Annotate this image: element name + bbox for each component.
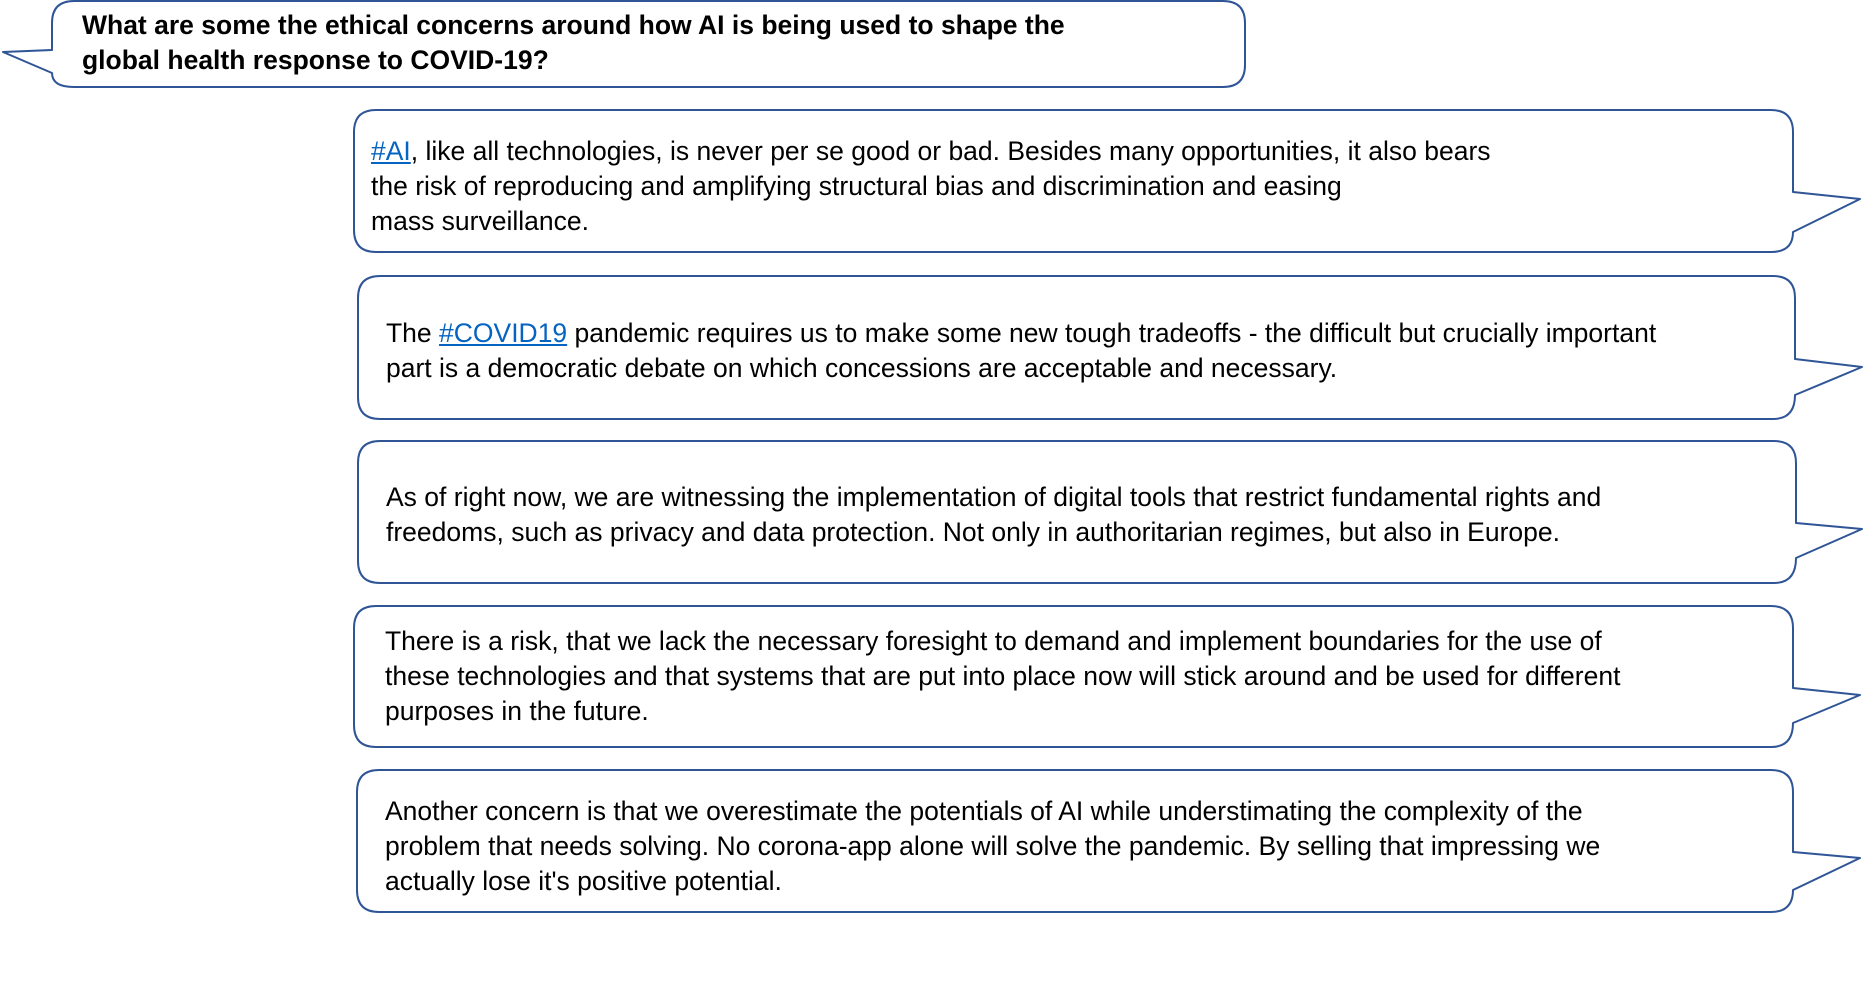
- question-line: What are some the ethical concerns aroun…: [82, 10, 1065, 40]
- answer-bubble-3-outline: [357, 440, 1863, 584]
- answer-line: freedoms, such as privacy and data prote…: [386, 517, 1560, 547]
- answer-line-text: , like all technologies, is never per se…: [410, 136, 1491, 166]
- question-text: What are some the ethical concerns aroun…: [82, 8, 1065, 78]
- hashtag-covid19-link[interactable]: #COVID19: [439, 318, 568, 348]
- answer-2-text: The #COVID19 pandemic requires us to mak…: [386, 316, 1656, 386]
- answer-line: part is a democratic debate on which con…: [386, 353, 1338, 383]
- answer-line: problem that needs solving. No corona-ap…: [385, 831, 1601, 861]
- answer-3-text: As of right now, we are witnessing the i…: [386, 480, 1601, 550]
- answer-1-text: #AI, like all technologies, is never per…: [371, 134, 1491, 239]
- answer-line: actually lose it's positive potential.: [385, 866, 782, 896]
- answer-bubble-2-outline: [357, 275, 1863, 420]
- answer-line: the risk of reproducing and amplifying s…: [371, 171, 1342, 201]
- answer-line: As of right now, we are witnessing the i…: [386, 482, 1602, 512]
- answer-line: There is a risk, that we lack the necess…: [385, 626, 1602, 656]
- question-bubble-outline: [2, 0, 1246, 88]
- answer-line: Another concern is that we overestimate …: [385, 796, 1583, 826]
- answer-line: purposes in the future.: [385, 696, 649, 726]
- answer-4-text: There is a risk, that we lack the necess…: [385, 624, 1620, 729]
- answer-line: these technologies and that systems that…: [385, 661, 1621, 691]
- answer-line-text: pandemic requires us to make some new to…: [567, 318, 1657, 348]
- answer-bubble-1-outline: [353, 109, 1861, 253]
- answer-line-text: The: [386, 318, 440, 348]
- question-line: global health response to COVID-19?: [82, 45, 549, 75]
- answer-bubble-5-outline: [356, 769, 1861, 913]
- answer-line: mass surveillance.: [371, 206, 589, 236]
- answer-line: The #COVID19 pandemic requires us to mak…: [386, 316, 1656, 351]
- answer-5-text: Another concern is that we overestimate …: [385, 794, 1600, 899]
- hashtag-ai-link[interactable]: #AI: [371, 136, 411, 166]
- answer-line: #AI, like all technologies, is never per…: [371, 134, 1491, 169]
- answer-bubble-4-outline: [353, 605, 1861, 748]
